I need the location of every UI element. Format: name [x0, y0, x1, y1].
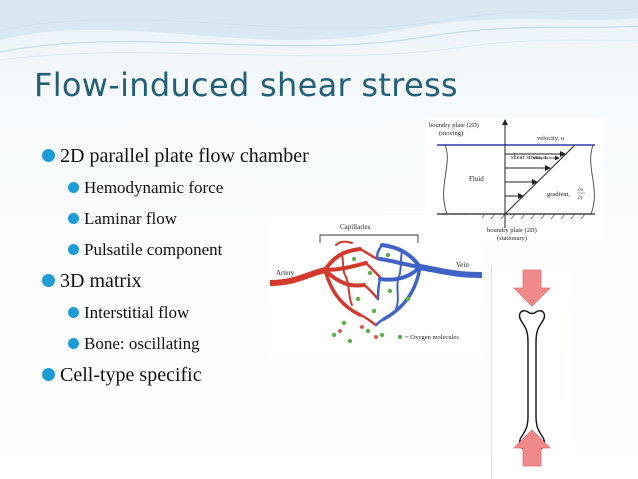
- velocity-label: velocity, u: [537, 135, 565, 142]
- artery-vessels: [267, 240, 382, 327]
- bullet-text: Hemodynamic force: [84, 178, 224, 197]
- sub-bullet-item: Interstitial flow: [16, 297, 309, 328]
- bottom-plate-label: boundry plate (2D): [487, 227, 537, 234]
- bullet-list: 2D parallel plate flow chamber Hemodynam…: [16, 140, 309, 391]
- capillaries-bracket: [319, 234, 419, 243]
- bullet-text: Bone: oscillating: [84, 334, 200, 353]
- bone-icon: [518, 310, 546, 450]
- bullet-dot-icon: [68, 243, 79, 255]
- sub-bullet-item: Laminar flow: [16, 203, 309, 234]
- red-blood-cells: [338, 325, 378, 339]
- fluid-left-boundary: [443, 144, 448, 215]
- down-arrow-icon: [513, 269, 551, 307]
- top-plate-label: boundry plate (2D): [429, 122, 479, 129]
- slide-title: Flow-induced shear stress: [34, 66, 458, 104]
- bullet-text: Laminar flow: [84, 209, 177, 228]
- oxygen-molecules: [331, 252, 411, 344]
- bullet-item: Cell-type specific: [16, 359, 309, 391]
- header-wave-decoration: [0, 0, 638, 61]
- vein-label: Vein: [456, 261, 469, 269]
- bone-loading-diagram: [491, 266, 572, 478]
- gradient-numerator: ∂u: [578, 187, 583, 193]
- bullet-item: 3D matrix: [16, 265, 309, 297]
- sub-bullet-item: Bone: oscillating: [16, 328, 309, 359]
- gradient-label: gradient,: [547, 191, 570, 198]
- bullet-dot-icon: [68, 212, 79, 224]
- vein-vessels: [374, 243, 485, 327]
- bullet-dot-icon: [68, 181, 79, 193]
- oxygen-legend-icon: [397, 334, 403, 340]
- shear-stress-label: shear stress, τ: [511, 154, 547, 161]
- bullet-text: 3D matrix: [60, 270, 142, 292]
- velocity-arrows: [505, 151, 566, 199]
- bullet-dot-icon: [68, 306, 79, 318]
- bullet-dot-icon: [42, 149, 55, 162]
- capillaries-label: Capillaries: [340, 223, 371, 231]
- gradient-denominator: ∂y: [578, 195, 583, 201]
- fluid-label: Fluid: [469, 175, 484, 183]
- bullet-item: 2D parallel plate flow chamber: [16, 140, 309, 172]
- bullet-dot-icon: [42, 368, 55, 381]
- sub-bullet-item: Hemodynamic force: [16, 172, 309, 203]
- bullet-text: 2D parallel plate flow chamber: [60, 145, 309, 167]
- up-arrow-icon: [513, 429, 551, 467]
- artery-label: Artery: [276, 269, 295, 277]
- fluid-right-boundary: [590, 144, 595, 215]
- bullet-text: Cell-type specific: [60, 364, 202, 386]
- bullet-dot-icon: [42, 274, 55, 287]
- bullet-text: Interstitial flow: [84, 303, 190, 322]
- capillary-network-diagram: Capillaries: [267, 215, 485, 355]
- oxygen-legend-label: = Oxygen molecules: [405, 334, 459, 341]
- bullet-text: Pulsatile component: [84, 240, 223, 259]
- top-plate-sublabel: (moving): [439, 130, 463, 137]
- bullet-dot-icon: [68, 337, 79, 349]
- sub-bullet-item: Pulsatile component: [16, 234, 309, 265]
- bottom-plate-sublabel: (stationary): [497, 235, 527, 242]
